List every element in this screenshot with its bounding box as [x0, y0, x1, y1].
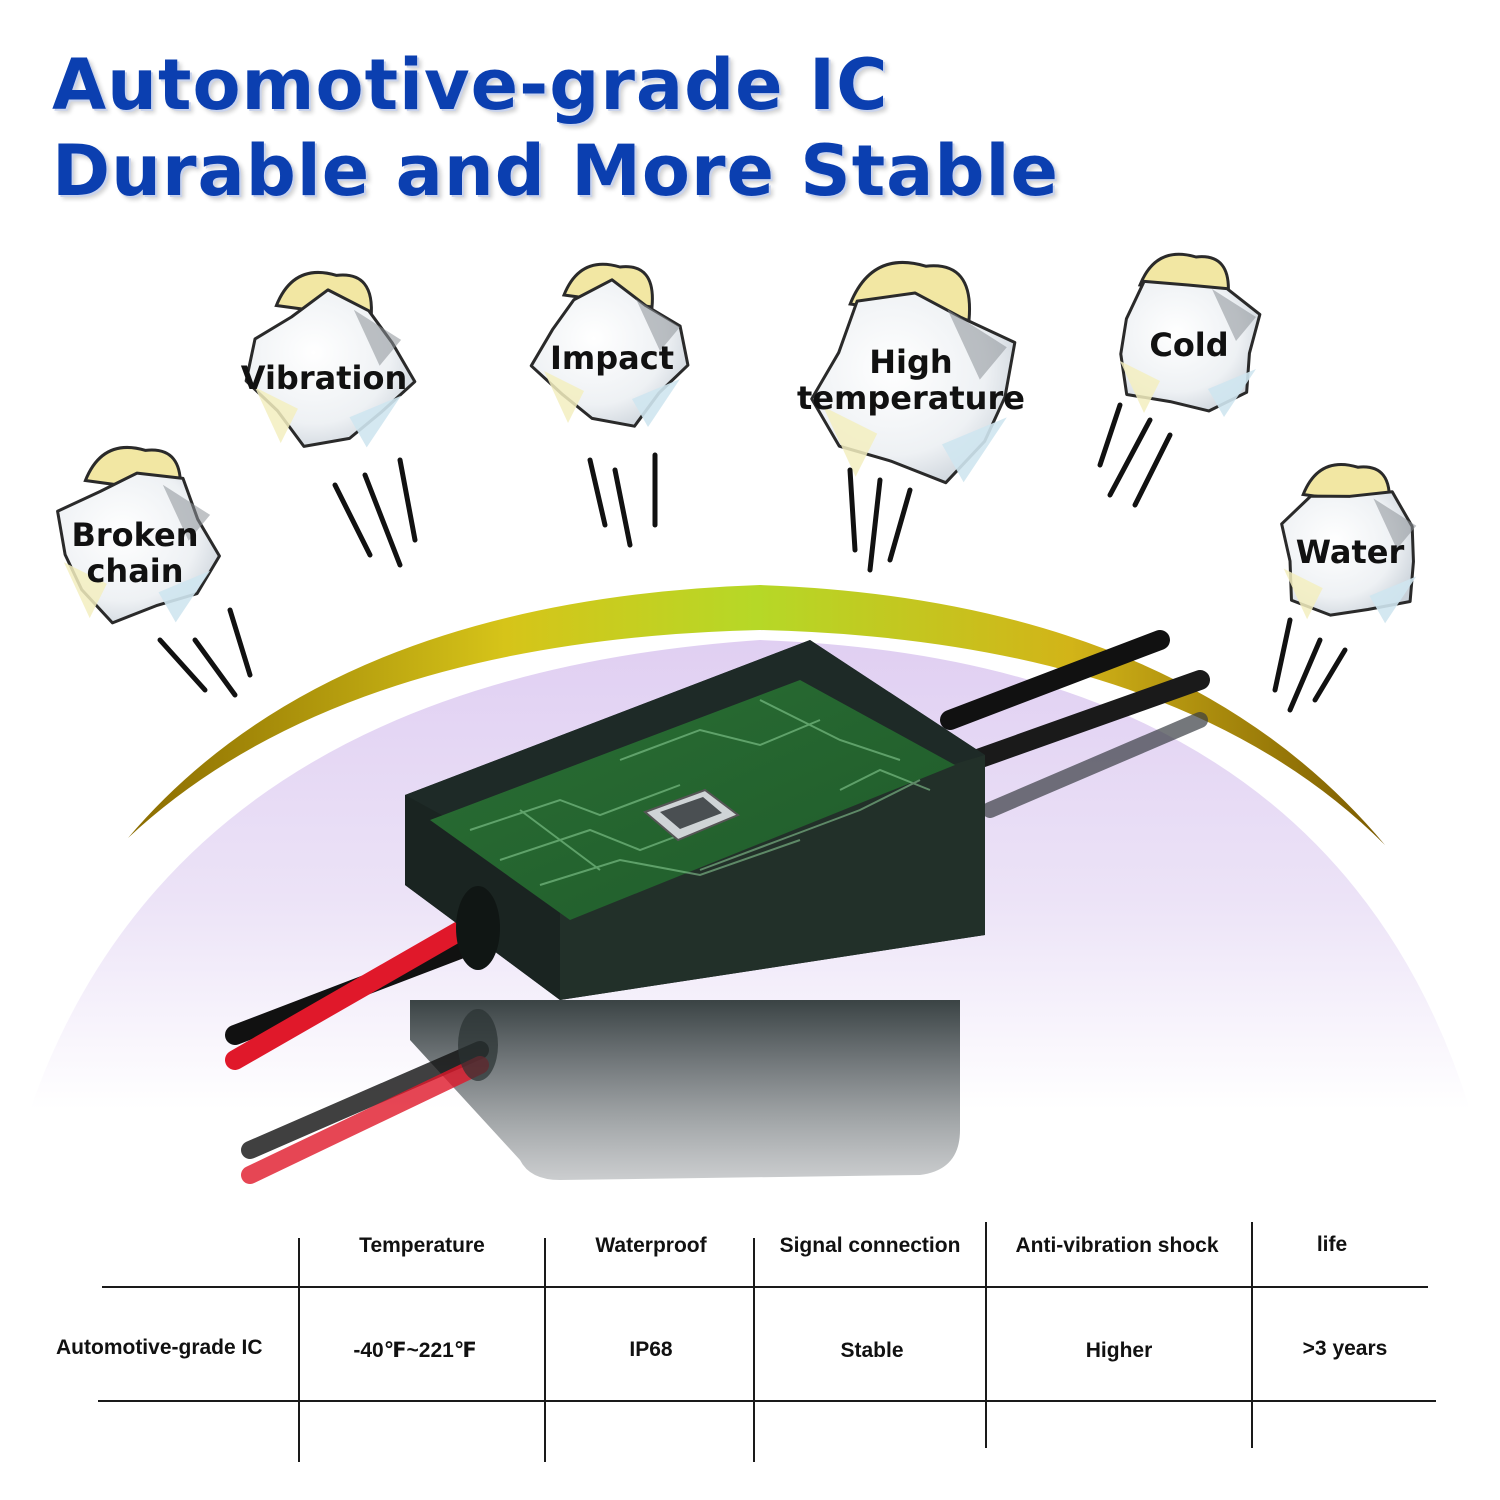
table-divider: [298, 1288, 300, 1400]
motion-line: [192, 637, 238, 698]
cable-grommet: [456, 886, 500, 970]
back-wires: [940, 630, 1210, 818]
table-header-signal-connection: Signal connection: [779, 1234, 961, 1257]
table-row-label: Automotive-grade IC: [56, 1336, 263, 1359]
motion-line: [1097, 402, 1123, 468]
bubble-high-temperature: High temperature: [797, 344, 1025, 416]
motion-line: [157, 637, 208, 693]
table-cell-signal-connection: Stable: [840, 1339, 904, 1362]
bubble-label: temperature: [797, 379, 1025, 417]
motion-line: [362, 472, 403, 568]
motion-line: [887, 487, 913, 563]
motion-line: [227, 607, 253, 678]
table-cell-temperature: -40℉~221℉: [353, 1339, 477, 1362]
ic-chip: [643, 788, 740, 842]
motion-line: [1272, 617, 1293, 693]
device-reflection: [410, 1000, 960, 1180]
rock-vibration: [244, 270, 418, 568]
comparison-table: Temperature Waterproof Signal connection…: [0, 1220, 1500, 1500]
table-divider: [1251, 1222, 1253, 1448]
front-wires: [225, 915, 489, 1184]
table-divider: [985, 1222, 987, 1448]
headline-line-2: Durable and More Stable: [52, 130, 1059, 212]
rock-impact: [529, 262, 690, 548]
table-cell-anti-vibration-shock: Higher: [1085, 1339, 1153, 1362]
bubble-label: Vibration: [240, 359, 408, 397]
motion-line: [612, 467, 633, 548]
table-cell-life: >3 years: [1302, 1337, 1388, 1360]
table-header-temperature: Temperature: [359, 1234, 485, 1257]
motion-line: [332, 482, 373, 558]
rock-high-temperature: [810, 261, 1017, 573]
table-rule: [98, 1400, 1436, 1402]
motion-line: [1312, 647, 1348, 703]
bubble-label: Cold: [1149, 326, 1229, 364]
table-divider: [298, 1402, 300, 1462]
product-illustration: [30, 252, 1470, 1184]
table-rule: [102, 1286, 1428, 1288]
bubble-label: chain: [86, 552, 184, 590]
motion-line: [1132, 432, 1173, 508]
motion-line: [587, 457, 608, 528]
bubble-label: High: [869, 343, 953, 381]
rock-cold: [1097, 252, 1262, 508]
bubble-label: Impact: [549, 339, 675, 377]
headline: Automotive-grade IC Durable and More Sta…: [52, 42, 1059, 214]
bubble-label: Broken: [71, 516, 199, 554]
motion-line: [1107, 417, 1153, 498]
bubble-water: Water: [1296, 534, 1405, 570]
table-cell-waterproof: IP68: [629, 1338, 673, 1361]
motion-line: [847, 467, 858, 553]
rock-water: [1272, 463, 1417, 713]
motion-line: [1287, 637, 1323, 713]
motion-line: [867, 477, 883, 573]
device-module: [405, 640, 985, 1081]
bubble-label: Water: [1295, 533, 1405, 571]
bubble-broken-chain: Broken chain: [71, 517, 198, 589]
bubble-cold: Cold: [1149, 327, 1228, 363]
rock-broken-chain: [56, 445, 253, 698]
headline-line-1: Automotive-grade IC: [52, 44, 889, 126]
table-header-anti-vibration-shock: Anti-vibration shock: [1015, 1234, 1219, 1257]
bubble-impact: Impact: [550, 340, 674, 376]
motion-line: [397, 457, 418, 543]
table-header-waterproof: Waterproof: [595, 1234, 707, 1257]
table-divider: [298, 1238, 300, 1326]
arc-band: [128, 585, 1385, 845]
table-divider: [544, 1238, 546, 1462]
bubble-vibration: Vibration: [241, 360, 407, 396]
table-divider: [753, 1238, 755, 1462]
table-header-life: life: [1316, 1233, 1348, 1256]
